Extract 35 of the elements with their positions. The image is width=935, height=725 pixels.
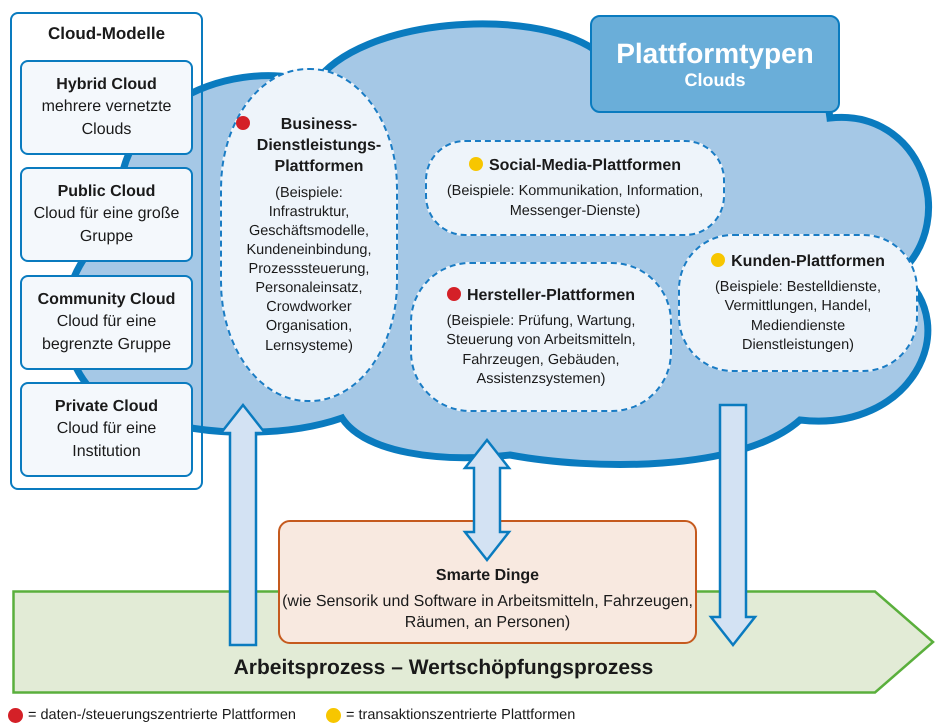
card-title: Public Cloud xyxy=(58,182,156,202)
legend-text: = daten-/steuerungszentrierte Plattformen xyxy=(28,707,296,723)
process-label: Arbeitsprozess – Wertschöpfungsprozess xyxy=(232,656,654,680)
card-description: Cloud für eine begrenzte Gruppe xyxy=(41,312,172,355)
card-description: mehrere vernetzte Clouds xyxy=(40,97,172,140)
platform-examples: (Beispiele: Prüfung, Wartung, Steuerung von Arbeitsmitteln, Fahrzeugen, Gebäuden, Assistenzsystemen) xyxy=(445,312,637,389)
platform-title: Kunden-Plattformen xyxy=(731,252,885,272)
platform-examples: (Beispiele: Infrastruktur, Geschäftsmodelle, Kundeneinbindung, Prozesssteuerung, Personaleinsatz, Crowdworker Organisation, Lernsysteme) xyxy=(246,184,372,356)
panel-heading: Cloud-Modelle xyxy=(46,24,166,44)
platform-title: Social-Media-Plattformen xyxy=(488,156,682,176)
card-description: Cloud für eine große Gruppe xyxy=(32,204,180,247)
model-card xyxy=(20,167,193,262)
subtitle: Clouds xyxy=(684,70,746,90)
block-arrow xyxy=(708,404,758,648)
title-box xyxy=(590,15,840,113)
platform-title: Business-Dienstleistungs-Plattformen xyxy=(256,115,382,178)
group-panel xyxy=(10,12,203,490)
platform-examples: (Beispiele: Kommunikation, Information, Messenger-Dienste) xyxy=(446,182,704,221)
platform-examples: (Beispiele: Bestelldienste, Vermittlungen, Handel, Mediendienste Dienstleistungen) xyxy=(714,278,882,355)
device-box xyxy=(278,520,697,644)
model-card xyxy=(20,275,193,370)
device-description: (wie Sensorik und Software in Arbeitsmitteln, Fahrzeugen, Räumen, an Personen) xyxy=(281,592,694,634)
model-card xyxy=(20,382,193,477)
card-title: Private Cloud xyxy=(54,396,158,417)
legend-text: = transaktionszentrierte Plattformen xyxy=(346,707,576,723)
device-title: Smarte Dinge xyxy=(436,566,540,586)
title: Plattformtypen xyxy=(616,38,814,70)
platform-bubble xyxy=(678,234,918,372)
card-title: Community Cloud xyxy=(38,290,176,310)
card-description: Cloud für eine Institution xyxy=(56,419,158,462)
platform-title: Hersteller-Plattformen xyxy=(466,286,636,306)
card-title: Hybrid Cloud xyxy=(56,74,157,95)
model-card xyxy=(20,60,193,155)
platform-bubble xyxy=(425,140,725,236)
block-arrow xyxy=(462,438,512,562)
